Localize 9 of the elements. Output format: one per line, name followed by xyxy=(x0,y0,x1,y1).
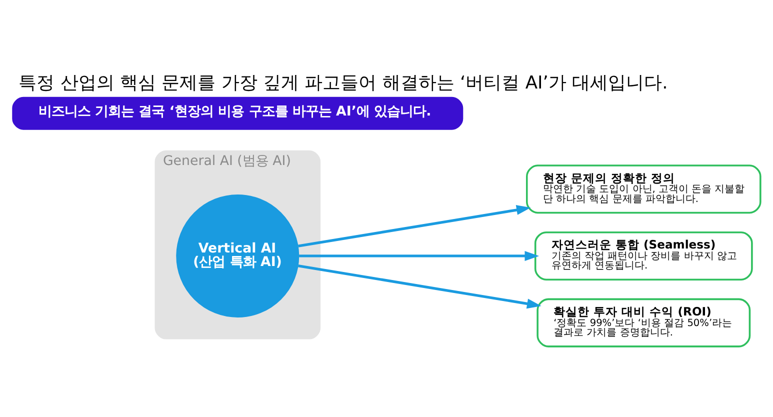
node-circle: Vertical AI (산업 특화 AI) xyxy=(176,194,300,318)
node-box: 비즈니스 기회는 결국 ‘현장의 비용 구조를 바꾸는 AI’에 있습니다. xyxy=(12,96,464,130)
arrow xyxy=(298,264,542,309)
arrow xyxy=(299,250,540,261)
node-box: 자연스러운 통합 (Seamless) 기존의 작업 패턴이나 장비를 바꾸지 않고 유연하게 연동됩니다. xyxy=(534,231,753,280)
arrow xyxy=(298,205,531,248)
node-box: 확실한 투자 대비 수익 (ROI) ‘정확도 99%’보다 ‘비용 절감 50%’라는 결과로 가치를 증명합니다. xyxy=(536,298,751,348)
node-box: 현장 문제의 정확한 정의 막연한 기술 도입이 아닌, 고객이 돈을 지불할 단 하나의 핵심 문제를 파악합니다. xyxy=(526,164,762,214)
diagram-title: 특정 산업의 핵심 문제를 가장 깊게 파고들어 해결하는 ‘버티컬 AI’가 대세입니다. xyxy=(18,72,668,94)
